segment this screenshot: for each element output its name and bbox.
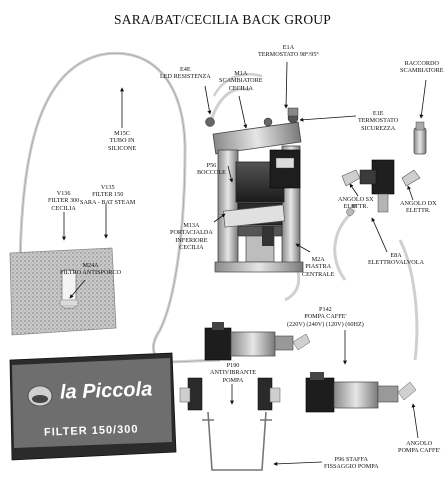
coffee-pump-lower [305,372,417,413]
anti-vibration-pads [179,377,281,411]
leader-arrows [62,61,427,466]
exchanger-fitting [413,121,427,155]
solenoid-valve [341,159,421,216]
filter-box [9,352,177,461]
boiler-group-assembly [205,73,304,273]
diagram-title: SARA/BAT/CECILIA BACK GROUP [114,12,331,27]
coffee-pump-upper [204,322,311,361]
pump-bracket-wire [202,411,272,471]
box-brand-text: la Piccola [59,378,153,404]
